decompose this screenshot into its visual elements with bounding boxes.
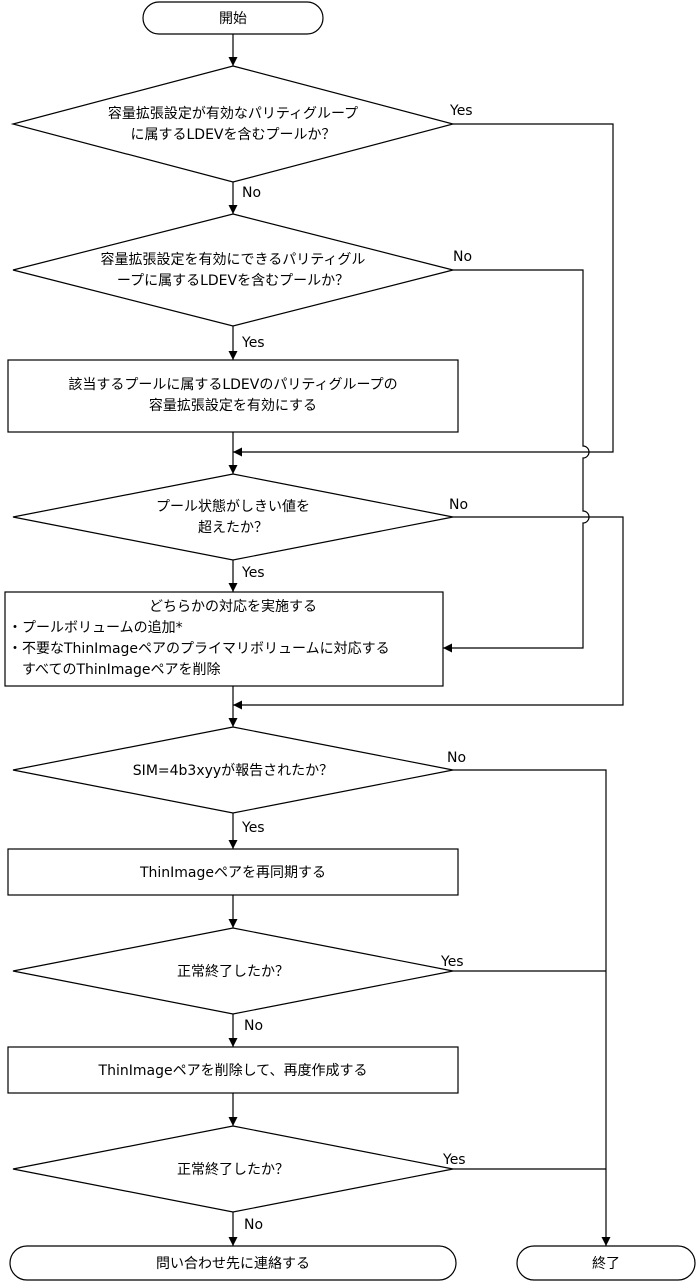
d1-yes-label: Yes bbox=[449, 103, 473, 119]
process-text-line: 該当するプールに属するLDEVのパリティグループの bbox=[68, 377, 397, 393]
decision-text-line: 正常終了したか？ bbox=[177, 964, 289, 980]
decision-text-line: ープに属するLDEVを含むプールか？ bbox=[117, 273, 349, 289]
end-terminal: 終了 bbox=[516, 1245, 696, 1281]
d4-no-label: No bbox=[447, 750, 466, 766]
d3-yes-label: Yes bbox=[241, 565, 265, 581]
connectors bbox=[228, 34, 624, 1246]
decision-normal-end-1: 正常終了したか？ bbox=[12, 927, 454, 1015]
process-text-line: ThinImageペアを削除して、再度作成する bbox=[98, 1063, 368, 1079]
process-either-action: どちらかの対応を実施する ・プールボリュームの追加* ・不要なThinImage… bbox=[4, 591, 444, 687]
d5-yes-label: Yes bbox=[440, 954, 464, 970]
process-text-line: ThinImageペアを再同期する bbox=[139, 865, 326, 881]
start-label: 開始 bbox=[219, 11, 247, 27]
connector-d1-yes bbox=[233, 123, 614, 457]
decision-normal-end-2: 正常終了したか？ bbox=[12, 1125, 454, 1213]
decision-text-line: に属するLDEVを含むプールか？ bbox=[130, 127, 335, 143]
decision-capacity-expansion-enabled: 容量拡張設定が有効なパリティグループ に属するLDEVを含むプールか？ bbox=[10, 65, 456, 183]
decision-text-line: SIM=4b3xyyが報告されたか？ bbox=[133, 763, 333, 779]
process-delete-recreate-thinimage: ThinImageペアを削除して、再度作成する bbox=[7, 1046, 459, 1094]
d3-no-label: No bbox=[449, 497, 468, 513]
decision-text-line: 超えたか？ bbox=[198, 520, 268, 536]
d2-no-label: No bbox=[453, 249, 472, 265]
connector-d4-no bbox=[453, 769, 611, 1246]
d6-no-label: No bbox=[244, 1217, 263, 1233]
process-text-line: すべてのThinImageペアを削除 bbox=[8, 662, 221, 678]
process-resync-thinimage: ThinImageペアを再同期する bbox=[7, 848, 459, 896]
process-text-line: ・プールボリュームの追加* bbox=[8, 620, 183, 636]
decision-capacity-expansion-possible: 容量拡張設定を有効にできるパリティグル ープに属するLDEVを含むプールか？ bbox=[12, 213, 454, 327]
contact-terminal: 問い合わせ先に連絡する bbox=[9, 1245, 457, 1281]
d4-yes-label: Yes bbox=[241, 820, 265, 836]
decision-text-line: 容量拡張設定が有効なパリティグループ bbox=[108, 105, 358, 122]
process-text-line: どちらかの対応を実施する bbox=[149, 599, 317, 615]
start-terminal: 開始 bbox=[142, 1, 324, 35]
process-text-line: ・不要なThinImageペアのプライマリボリュームに対応する bbox=[8, 641, 390, 657]
d1-no-label: No bbox=[242, 185, 261, 201]
decision-text-line: プール状態がしきい値を bbox=[156, 499, 310, 515]
d6-yes-label: Yes bbox=[442, 1152, 466, 1168]
decision-sim-reported: SIM=4b3xyyが報告されたか？ bbox=[12, 726, 454, 814]
contact-label: 問い合わせ先に連絡する bbox=[156, 1256, 310, 1272]
process-enable-capacity-expansion: 該当するプールに属するLDEVのパリティグループの 容量拡張設定を有効にする bbox=[7, 359, 459, 433]
decision-text-line: 正常終了したか？ bbox=[177, 1162, 289, 1178]
decision-pool-threshold-exceeded: プール状態がしきい値を 超えたか？ bbox=[12, 473, 454, 561]
connector-d2-no bbox=[443, 269, 590, 653]
d5-no-label: No bbox=[244, 1018, 263, 1034]
connector-d3-no bbox=[233, 516, 624, 710]
d2-yes-label: Yes bbox=[241, 335, 265, 351]
decision-text-line: 容量拡張設定を有効にできるパリティグル bbox=[101, 251, 366, 268]
end-label: 終了 bbox=[592, 1256, 620, 1272]
process-text-line: 容量拡張設定を有効にする bbox=[149, 397, 317, 414]
